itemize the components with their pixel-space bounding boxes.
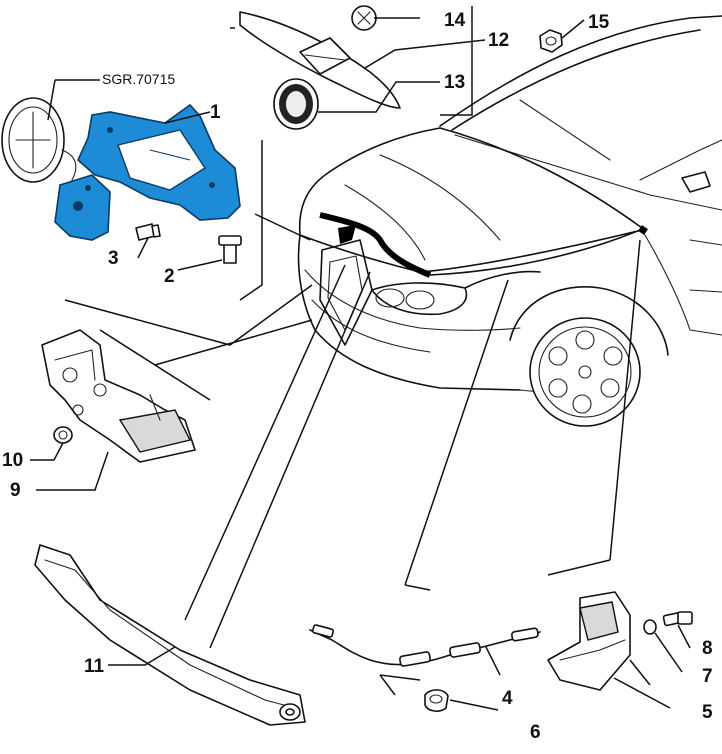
callout-10: 10 xyxy=(2,450,23,471)
callout-13: 13 xyxy=(444,72,465,93)
emblem-grille-12 xyxy=(239,11,401,109)
release-handle-5 xyxy=(547,591,631,691)
callout-1: 1 xyxy=(210,102,221,123)
callout-5: 5 xyxy=(702,702,713,723)
badge-13 xyxy=(273,78,319,130)
leader-lines xyxy=(30,6,691,711)
callouts: 1 2 3 4 5 6 7 8 9 10 11 12 13 14 15 xyxy=(2,10,713,743)
callout-12: 12 xyxy=(488,30,509,51)
car-body xyxy=(297,15,722,427)
bonnet-release-cable xyxy=(319,212,648,278)
front-crossmember xyxy=(34,544,306,726)
callout-6: 6 xyxy=(530,722,541,743)
screw-3 xyxy=(135,223,161,241)
callout-8: 8 xyxy=(702,638,713,659)
emblem-reference-view xyxy=(1,97,77,183)
screw-8 xyxy=(662,611,693,627)
nut-10 xyxy=(53,426,73,444)
callout-3: 3 xyxy=(108,248,119,269)
release-cable-4 xyxy=(309,624,541,667)
grommet-6 xyxy=(424,689,449,712)
callout-4: 4 xyxy=(502,688,513,709)
callout-2: 2 xyxy=(164,266,175,287)
clip-14 xyxy=(351,5,377,31)
screw-2 xyxy=(218,235,242,264)
bonnet-lock-bracket-highlighted xyxy=(54,103,241,241)
nut-15 xyxy=(539,29,563,53)
wheel-holes xyxy=(548,330,623,414)
washer-7 xyxy=(643,619,657,635)
reference-code: SGR.70715 xyxy=(102,71,175,87)
bonnet-lock-assembly xyxy=(41,329,196,463)
callout-15: 15 xyxy=(588,12,610,33)
callout-14: 14 xyxy=(444,10,466,31)
callout-7: 7 xyxy=(702,666,713,687)
callout-11: 11 xyxy=(84,656,105,677)
callout-9: 9 xyxy=(10,480,21,501)
